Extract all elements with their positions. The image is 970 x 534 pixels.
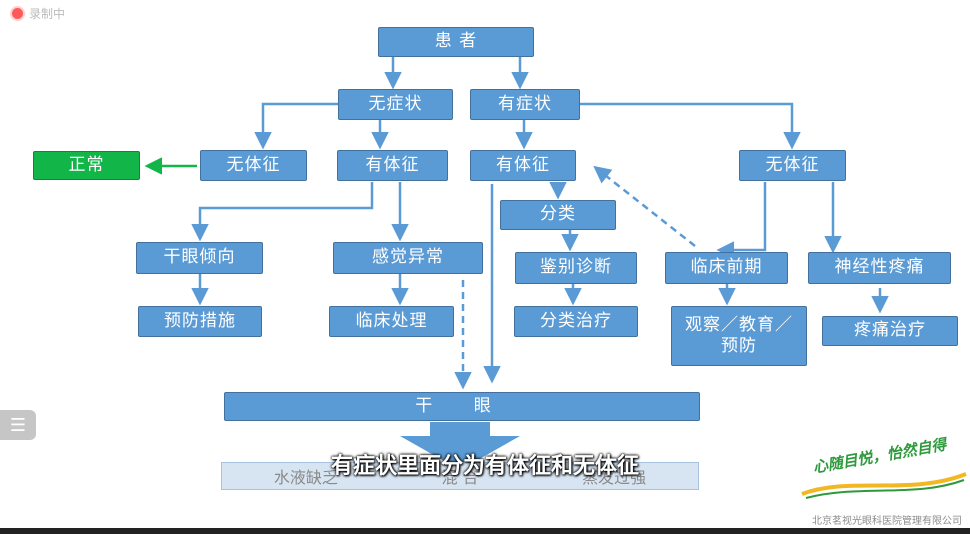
- company-name: 北京茗视光眼科医院管理有限公司: [812, 516, 962, 527]
- classified-treatment-box: 分类治疗: [514, 306, 638, 337]
- differential-diagnosis-box: 鉴别诊断: [515, 252, 637, 284]
- bottom-bar: [0, 528, 970, 534]
- record-dot-icon: [12, 8, 23, 19]
- has-sign-mid-box: 有体征: [470, 150, 576, 181]
- observe-educate-prevent-box: 观察／教育／预防: [671, 306, 807, 366]
- dry-eye-tendency-box: 干眼倾向: [136, 242, 263, 274]
- logo-swoosh-icon: [801, 472, 967, 499]
- neuropathic-pain-box: 神经性疼痛: [808, 252, 951, 284]
- video-subtitle: 有症状里面分为有体征和无体征: [330, 454, 639, 479]
- recording-indicator: 录制中: [12, 5, 65, 22]
- has-sign-left-box: 有体征: [337, 150, 448, 181]
- no-sign-right-box: 无体征: [739, 150, 846, 181]
- type-aqueous-deficient: 水液缺乏: [273, 468, 338, 487]
- symptomatic-box: 有症状: [470, 89, 580, 120]
- classification-box: 分类: [500, 200, 616, 230]
- type-evaporative: 蒸发过强: [582, 468, 647, 487]
- recording-status: 录制中: [29, 7, 66, 21]
- abnormal-sensation-box: 感觉异常: [333, 242, 483, 274]
- preclinical-box: 临床前期: [665, 252, 788, 284]
- no-sign-left-box: 无体征: [200, 150, 307, 181]
- dry-eye-types-strip: 水液缺乏 混 合 蒸发过强: [221, 462, 699, 490]
- clinical-treatment-box: 临床处理: [329, 306, 454, 337]
- asymptomatic-box: 无症状: [338, 89, 453, 120]
- prevention-box: 预防措施: [138, 306, 262, 337]
- type-mixed: 混 合: [441, 468, 479, 487]
- patient-box: 患 者: [378, 27, 534, 57]
- pain-treatment-box: 疼痛治疗: [822, 316, 958, 346]
- dry-eye-box: 干 眼: [224, 392, 700, 421]
- side-menu-button[interactable]: ☰: [0, 410, 36, 440]
- normal-box: 正常: [33, 151, 140, 180]
- list-icon: ☰: [9, 414, 27, 436]
